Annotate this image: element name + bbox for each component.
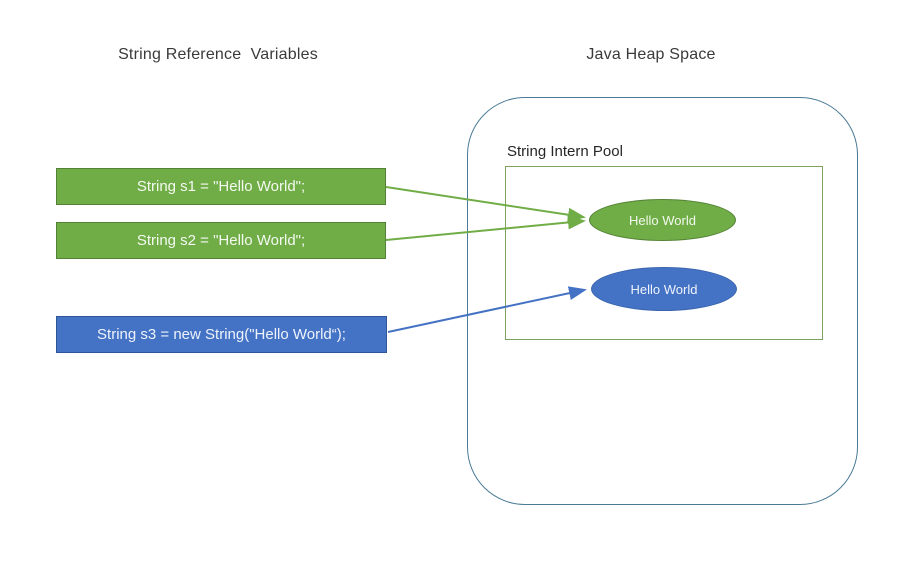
left-column-title: String Reference Variables <box>118 46 318 63</box>
string-intern-pool-label: String Intern Pool <box>507 143 623 160</box>
variable-s2-label: String s2 = "Hello World"; <box>136 232 306 249</box>
string-intern-pool-container <box>505 166 823 340</box>
variable-box-s3: String s3 = new String("Hello World“); <box>56 316 387 353</box>
heap-string-object: Hello World <box>591 267 737 311</box>
variable-s1-label: String s1 = "Hello World"; <box>136 178 306 195</box>
variable-s3-label: String s3 = new String("Hello World“); <box>97 326 346 343</box>
variable-box-s2: String s2 = "Hello World"; <box>56 222 386 259</box>
heap-string-object-label: Hello World <box>630 281 698 297</box>
variable-box-s1: String s1 = "Hello World"; <box>56 168 386 205</box>
interned-string-object-label: Hello World <box>629 212 696 228</box>
interned-string-object: Hello World <box>589 199 736 241</box>
right-column-title: Java Heap Space <box>586 46 716 63</box>
